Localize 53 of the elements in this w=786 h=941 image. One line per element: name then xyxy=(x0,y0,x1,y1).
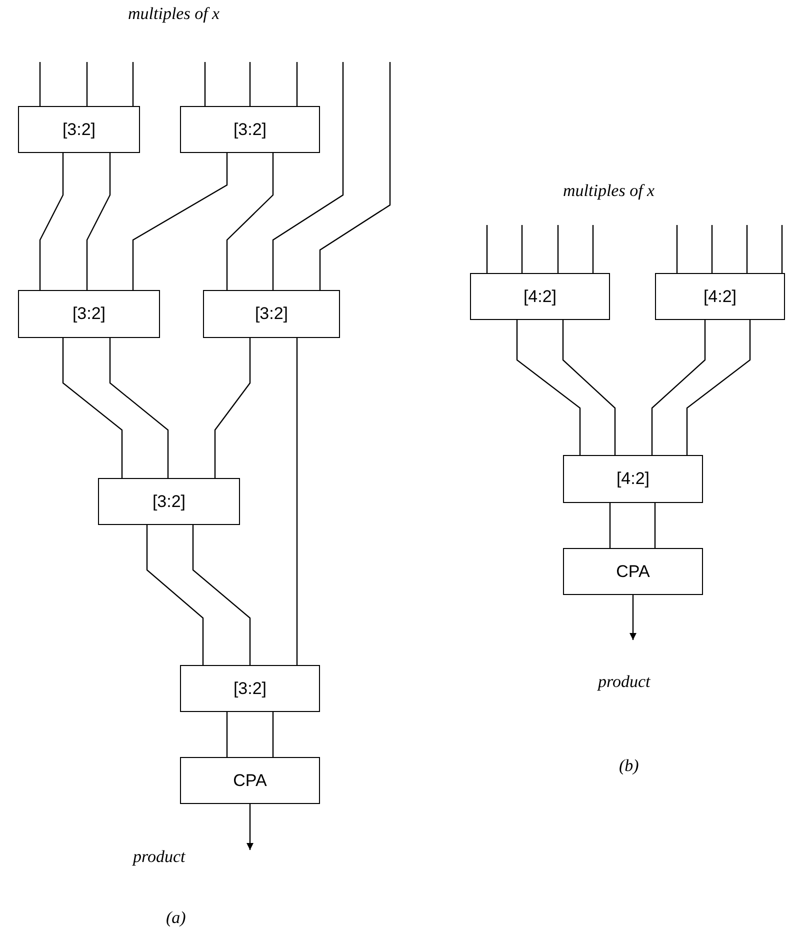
compressor-box: [3:2] xyxy=(18,290,160,338)
wire-line xyxy=(192,525,251,665)
compressor-box: [3:2] xyxy=(180,665,320,712)
adder-box: CPA xyxy=(180,757,320,804)
arrow xyxy=(630,595,636,640)
compressor-box: [3:2] xyxy=(180,106,320,153)
output-caption: product xyxy=(598,672,650,692)
wire-line xyxy=(746,225,748,273)
compressor-box: [4:2] xyxy=(470,273,610,320)
wire-line xyxy=(686,320,751,455)
panel-label: (a) xyxy=(166,908,186,928)
wire-line xyxy=(86,153,111,290)
panel-label: (b) xyxy=(619,756,639,776)
wire-line xyxy=(592,225,594,273)
wire-line xyxy=(62,338,123,478)
compressor-box: [4:2] xyxy=(563,455,703,503)
compressor-box: [4:2] xyxy=(655,273,785,320)
wire-line xyxy=(226,712,228,757)
output-caption: product xyxy=(133,847,186,867)
wire-line xyxy=(272,712,274,757)
wire-line xyxy=(781,225,783,273)
wire-line xyxy=(109,338,169,478)
wire-line xyxy=(319,62,391,290)
wire-line xyxy=(132,62,134,106)
input-caption: multiples of x xyxy=(128,4,220,24)
wire-line xyxy=(214,338,251,478)
wire-line xyxy=(296,62,298,106)
wire-line xyxy=(204,62,206,106)
wire-line xyxy=(486,225,488,273)
wire-line xyxy=(609,503,611,548)
wire-line xyxy=(249,62,251,106)
wire-line xyxy=(296,338,298,665)
wire-line xyxy=(39,62,41,106)
wire-line xyxy=(521,225,523,273)
wire-line xyxy=(146,525,204,665)
input-caption: multiples of x xyxy=(563,181,655,201)
wire-line xyxy=(711,225,713,273)
compressor-box: [3:2] xyxy=(98,478,240,525)
wire-line xyxy=(562,320,616,455)
wire-line xyxy=(272,62,344,290)
adder-box: CPA xyxy=(563,548,703,595)
wire-line xyxy=(654,503,656,548)
wire-line xyxy=(226,153,274,290)
wire-line xyxy=(132,153,228,290)
wire-line xyxy=(557,225,559,273)
wire-line xyxy=(39,153,64,290)
arrow xyxy=(246,804,254,850)
compressor-box: [3:2] xyxy=(203,290,340,338)
wire-line xyxy=(651,320,706,455)
wire-line xyxy=(86,62,88,106)
compressor-box: [3:2] xyxy=(18,106,140,153)
wire-line xyxy=(676,225,678,273)
wire-line xyxy=(516,320,581,455)
